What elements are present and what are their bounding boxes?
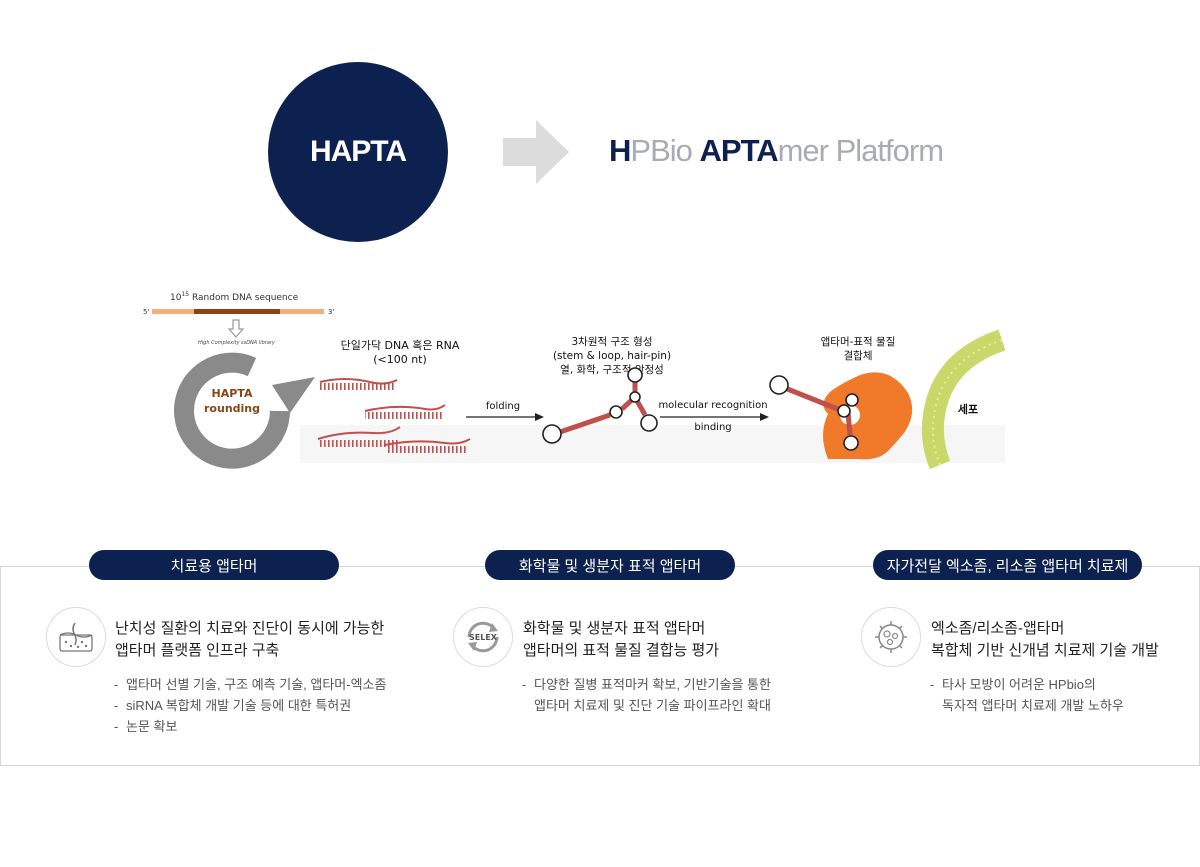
column-title: 화학물 및 생분자 표적 앱타머 앱타머의 표적 물질 결합능 평가 (523, 618, 823, 662)
sequence-random-region (194, 309, 280, 314)
hapta-badge: HAPTA (268, 62, 448, 242)
random-seq-label: 1015 Random DNA sequence (170, 291, 299, 303)
strand-label-line1: 단일가닥 DNA 혹은 RNA (341, 338, 460, 352)
column-title-line1: 화학물 및 생분자 표적 앱타머 (523, 620, 706, 637)
pill-label: 치료용 앱타머 (170, 557, 258, 575)
binding-label: binding (694, 422, 731, 433)
rounding-cycle-icon (174, 352, 315, 469)
target-line1: 앱타머-표적 물질 (821, 336, 896, 348)
list-item: 타사 모방이 어려운 HPbio의 (930, 674, 1124, 695)
column-bullets: 앱타머 선별 기술, 구조 예측 기술, 앱타머-엑소좀 siRNA 복합체 개… (114, 674, 386, 737)
strand-label-line2: (<100 nt) (373, 353, 427, 366)
column-bullets: 다양한 질병 표적마커 확보, 기반기술을 통한 앱타머 치료제 및 진단 기술… (522, 674, 771, 716)
rounding-line1: HAPTA (212, 387, 253, 400)
platform-part: PBio (630, 133, 700, 168)
cell-label: 세포 (958, 402, 978, 416)
recognition-label: molecular recognition (658, 400, 767, 411)
structure-line3: 열, 화학, 구조적 안정성 (560, 364, 664, 376)
column-bullets: 타사 모방이 어려운 HPbio의 독자적 앱타머 치료제 개발 노하우 (930, 674, 1124, 716)
column-title-line2: 앱타머의 표적 물질 결합능 평가 (523, 642, 720, 659)
membrane (921, 329, 1006, 470)
pill-therapeutic-aptamer: 치료용 앱타머 (89, 550, 339, 580)
selex-cycle-icon: SELEX (453, 607, 513, 667)
list-item: 논문 확보 (114, 716, 386, 737)
selex-text: SELEX (469, 633, 498, 642)
column-title: 엑소좀/리소좀-앱타머 복합체 기반 신개념 치료제 기술 개발 (931, 618, 1200, 662)
list-item: 앱타머 선별 기술, 구조 예측 기술, 앱타머-엑소좀 (114, 674, 386, 695)
list-item: 독자적 앱타머 치료제 개발 노하우 (942, 698, 1124, 713)
folding-label: folding (486, 401, 520, 412)
right-arrow-icon (503, 120, 569, 184)
platform-part: APTA (699, 133, 779, 168)
dna-strands (317, 378, 471, 453)
list-item-continued: 앱타머 치료제 및 진단 기술 파이프라인 확대 (534, 698, 771, 713)
bound-aptamer (769, 375, 859, 451)
pill-exosome-aptamer: 자가전달 엑소좀, 리소좀 앱타머 치료제 (873, 550, 1142, 580)
column-title-line2: 복합체 기반 신개념 치료제 기술 개발 (931, 642, 1159, 659)
pill-chemical-target-aptamer: 화학물 및 생분자 표적 앱타머 (485, 550, 735, 580)
structure-line2: (stem & loop, hair-pin) (553, 350, 671, 362)
three-prime-end: 3' (328, 308, 334, 316)
column-title-line1: 난치성 질환의 치료와 진단이 동시에 가능한 (115, 620, 385, 637)
skin-tissue-icon (46, 607, 106, 667)
list-item: 다양한 질병 표적마커 확보, 기반기술을 통한 (522, 674, 771, 695)
platform-title: HPBio APTAmer Platform (609, 133, 944, 169)
platform-part: H (609, 133, 631, 168)
pill-label: 화학물 및 생분자 표적 앱타머 (518, 557, 702, 575)
rounding-line2: rounding (204, 402, 260, 415)
structure-line1: 3차원적 구조 형성 (572, 336, 653, 348)
aptamer-structure (542, 367, 658, 444)
column-title: 난치성 질환의 치료와 진단이 동시에 가능한 앱타머 플랫폼 인프라 구축 (115, 618, 415, 662)
list-item: siRNA 복합체 개발 기술 등에 대한 특허권 (114, 695, 386, 716)
pill-label: 자가전달 엑소좀, 리소좀 앱타머 치료제 (886, 557, 1129, 575)
list-item: 앱타머 치료제 및 진단 기술 파이프라인 확대 (522, 695, 771, 716)
target-molecule (823, 372, 913, 460)
aptamer-process-diagram: 1015 Random DNA sequence 5' 3' High Comp… (143, 291, 1006, 470)
column-title-line1: 엑소좀/리소좀-앱타머 (931, 620, 1065, 637)
hapta-badge-label: HAPTA (309, 135, 407, 168)
library-label: High Complexity ssDNA library (198, 340, 276, 346)
target-line2: 결합체 (844, 350, 873, 362)
platform-part: mer Platform (777, 133, 944, 168)
down-arrow-icon (227, 319, 245, 338)
exosome-icon (861, 607, 921, 667)
column-title-line2: 앱타머 플랫폼 인프라 구축 (115, 642, 280, 659)
five-prime-end: 5' (143, 308, 149, 316)
